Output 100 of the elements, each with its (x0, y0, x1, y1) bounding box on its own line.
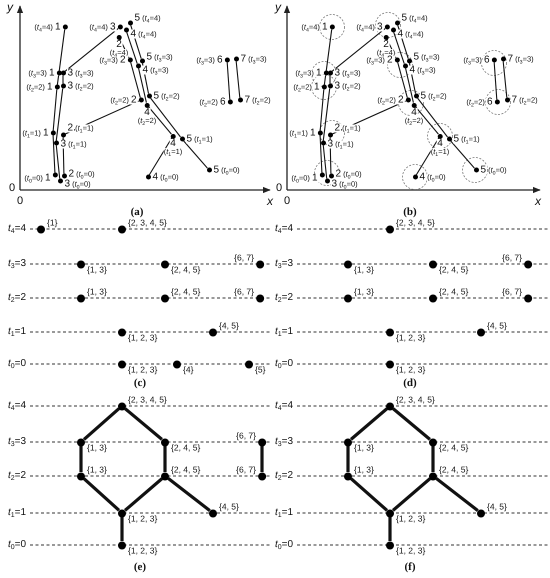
time-level-label: t$_{0}$=0 (8, 358, 26, 370)
set-label: {6, 7} (236, 432, 256, 440)
set-label: {1, 2, 3} (128, 366, 158, 374)
graph-edge (82, 478, 120, 512)
set-label: {5} (255, 366, 266, 374)
trajectory-line (405, 68, 414, 103)
set-label: {1, 3} (354, 444, 374, 452)
trajectory-line (450, 140, 475, 168)
set-label: {2, 4, 5} (171, 466, 200, 474)
time-level-label: t$_{2}$=2 (274, 292, 294, 304)
graph-edge (350, 407, 388, 441)
trajectory-line (58, 29, 66, 71)
trajectory-line (415, 106, 439, 134)
point-number: 3 (64, 180, 72, 188)
point-number: 4 (436, 138, 444, 148)
point-number: 2 (396, 96, 404, 104)
point-number: 4 (396, 30, 404, 38)
graph-edge (388, 517, 392, 541)
trajectory-line (494, 62, 498, 100)
point-number: 7 (240, 54, 248, 64)
trajectory-line (64, 28, 118, 72)
point-number: 7 (244, 96, 252, 104)
point-number: 5 (400, 14, 408, 22)
set-label: {6, 7} (502, 254, 522, 262)
set-label: {1, 3} (354, 466, 374, 474)
set-label: {2, 4, 5} (171, 444, 200, 452)
axis-label: x (267, 195, 273, 207)
graph-edge (350, 477, 388, 512)
point-number: 3 (60, 140, 68, 148)
axis-label: x (535, 195, 541, 207)
trajectory-line (130, 62, 141, 98)
set-label: {1, 2, 3} (396, 546, 426, 556)
point-number: 2 (130, 96, 138, 104)
point-number: 1 (312, 82, 320, 92)
set-label: {2, 3, 4, 5} (128, 218, 167, 228)
point-number: 4 (143, 108, 151, 116)
point-number: 4 (142, 66, 150, 74)
trajectory-line (148, 106, 172, 134)
graph-edge (392, 477, 432, 512)
time-level-label: t$_{4}$=4 (8, 400, 26, 412)
trajectory-line (329, 76, 331, 84)
set-label: {4, 5} (219, 322, 239, 330)
panel-caption: (a) (130, 206, 144, 218)
point-number: 5 (412, 52, 420, 62)
trajectory-line (320, 89, 324, 131)
point-number: 4 (169, 138, 177, 148)
trajectory-line (148, 138, 172, 176)
trajectory-line (322, 145, 328, 179)
time-level-label: t$_{1}$=1 (8, 507, 26, 519)
set-label: {1, 3} (87, 444, 107, 452)
set-label: {2, 4, 5} (171, 266, 200, 274)
point-number: 5 (134, 14, 142, 22)
point-number: 4 (408, 66, 416, 74)
axis-label: 0 (284, 195, 290, 207)
point-number: 1 (314, 68, 322, 78)
point-number: 1 (46, 82, 54, 92)
point-number: 3 (330, 180, 338, 188)
trajectory-line (393, 32, 405, 64)
set-label: {1} (47, 218, 58, 228)
point-number: 1 (308, 128, 316, 138)
set-label: {2, 3, 4, 5} (396, 218, 435, 228)
time-level-label: t$_{1}$=1 (274, 326, 294, 338)
set-label: {2, 3, 4, 5} (396, 396, 435, 404)
set-label: {2, 4, 5} (439, 466, 468, 474)
graph-edge (163, 446, 167, 472)
point-number: 1 (54, 22, 62, 32)
point-number: 4 (152, 172, 160, 182)
set-label: {6, 7} (234, 254, 254, 262)
graph-edge (79, 446, 83, 472)
point-number: 2 (382, 40, 390, 48)
graph-edge (431, 446, 435, 472)
point-number: 5 (480, 166, 488, 174)
panel-caption: (f) (404, 561, 416, 573)
trajectory-line (138, 68, 147, 103)
trajectory-line (226, 62, 230, 100)
point-number: 5 (146, 52, 154, 62)
point-number: 3 (376, 22, 384, 32)
point-number: 7 (510, 96, 518, 104)
set-label: {1, 2, 3} (396, 366, 426, 374)
set-label: {1, 2, 3} (128, 514, 158, 524)
point-number: 2 (118, 56, 126, 64)
set-label: {1, 2, 3} (396, 514, 426, 524)
graph-edge (167, 477, 211, 512)
time-level-label: t$_{2}$=2 (8, 470, 26, 482)
trajectory-line (52, 135, 56, 173)
point-number: 3 (334, 82, 342, 90)
trajectory-line (65, 100, 139, 134)
time-level-label: t$_{0}$=0 (274, 539, 294, 551)
point-number: 6 (218, 98, 226, 106)
graph-edge (82, 407, 120, 441)
trajectory-line (332, 28, 386, 72)
trajectory-line (502, 61, 508, 98)
point-number: 2 (386, 56, 394, 64)
set-label: {1, 2, 3} (396, 334, 426, 342)
graph-edge (435, 477, 479, 512)
point-number: 4 (418, 172, 426, 182)
set-label: {6, 7} (502, 288, 522, 296)
point-number: 1 (42, 128, 50, 138)
panel-caption: (d) (403, 377, 417, 389)
trajectory-line (417, 98, 448, 138)
